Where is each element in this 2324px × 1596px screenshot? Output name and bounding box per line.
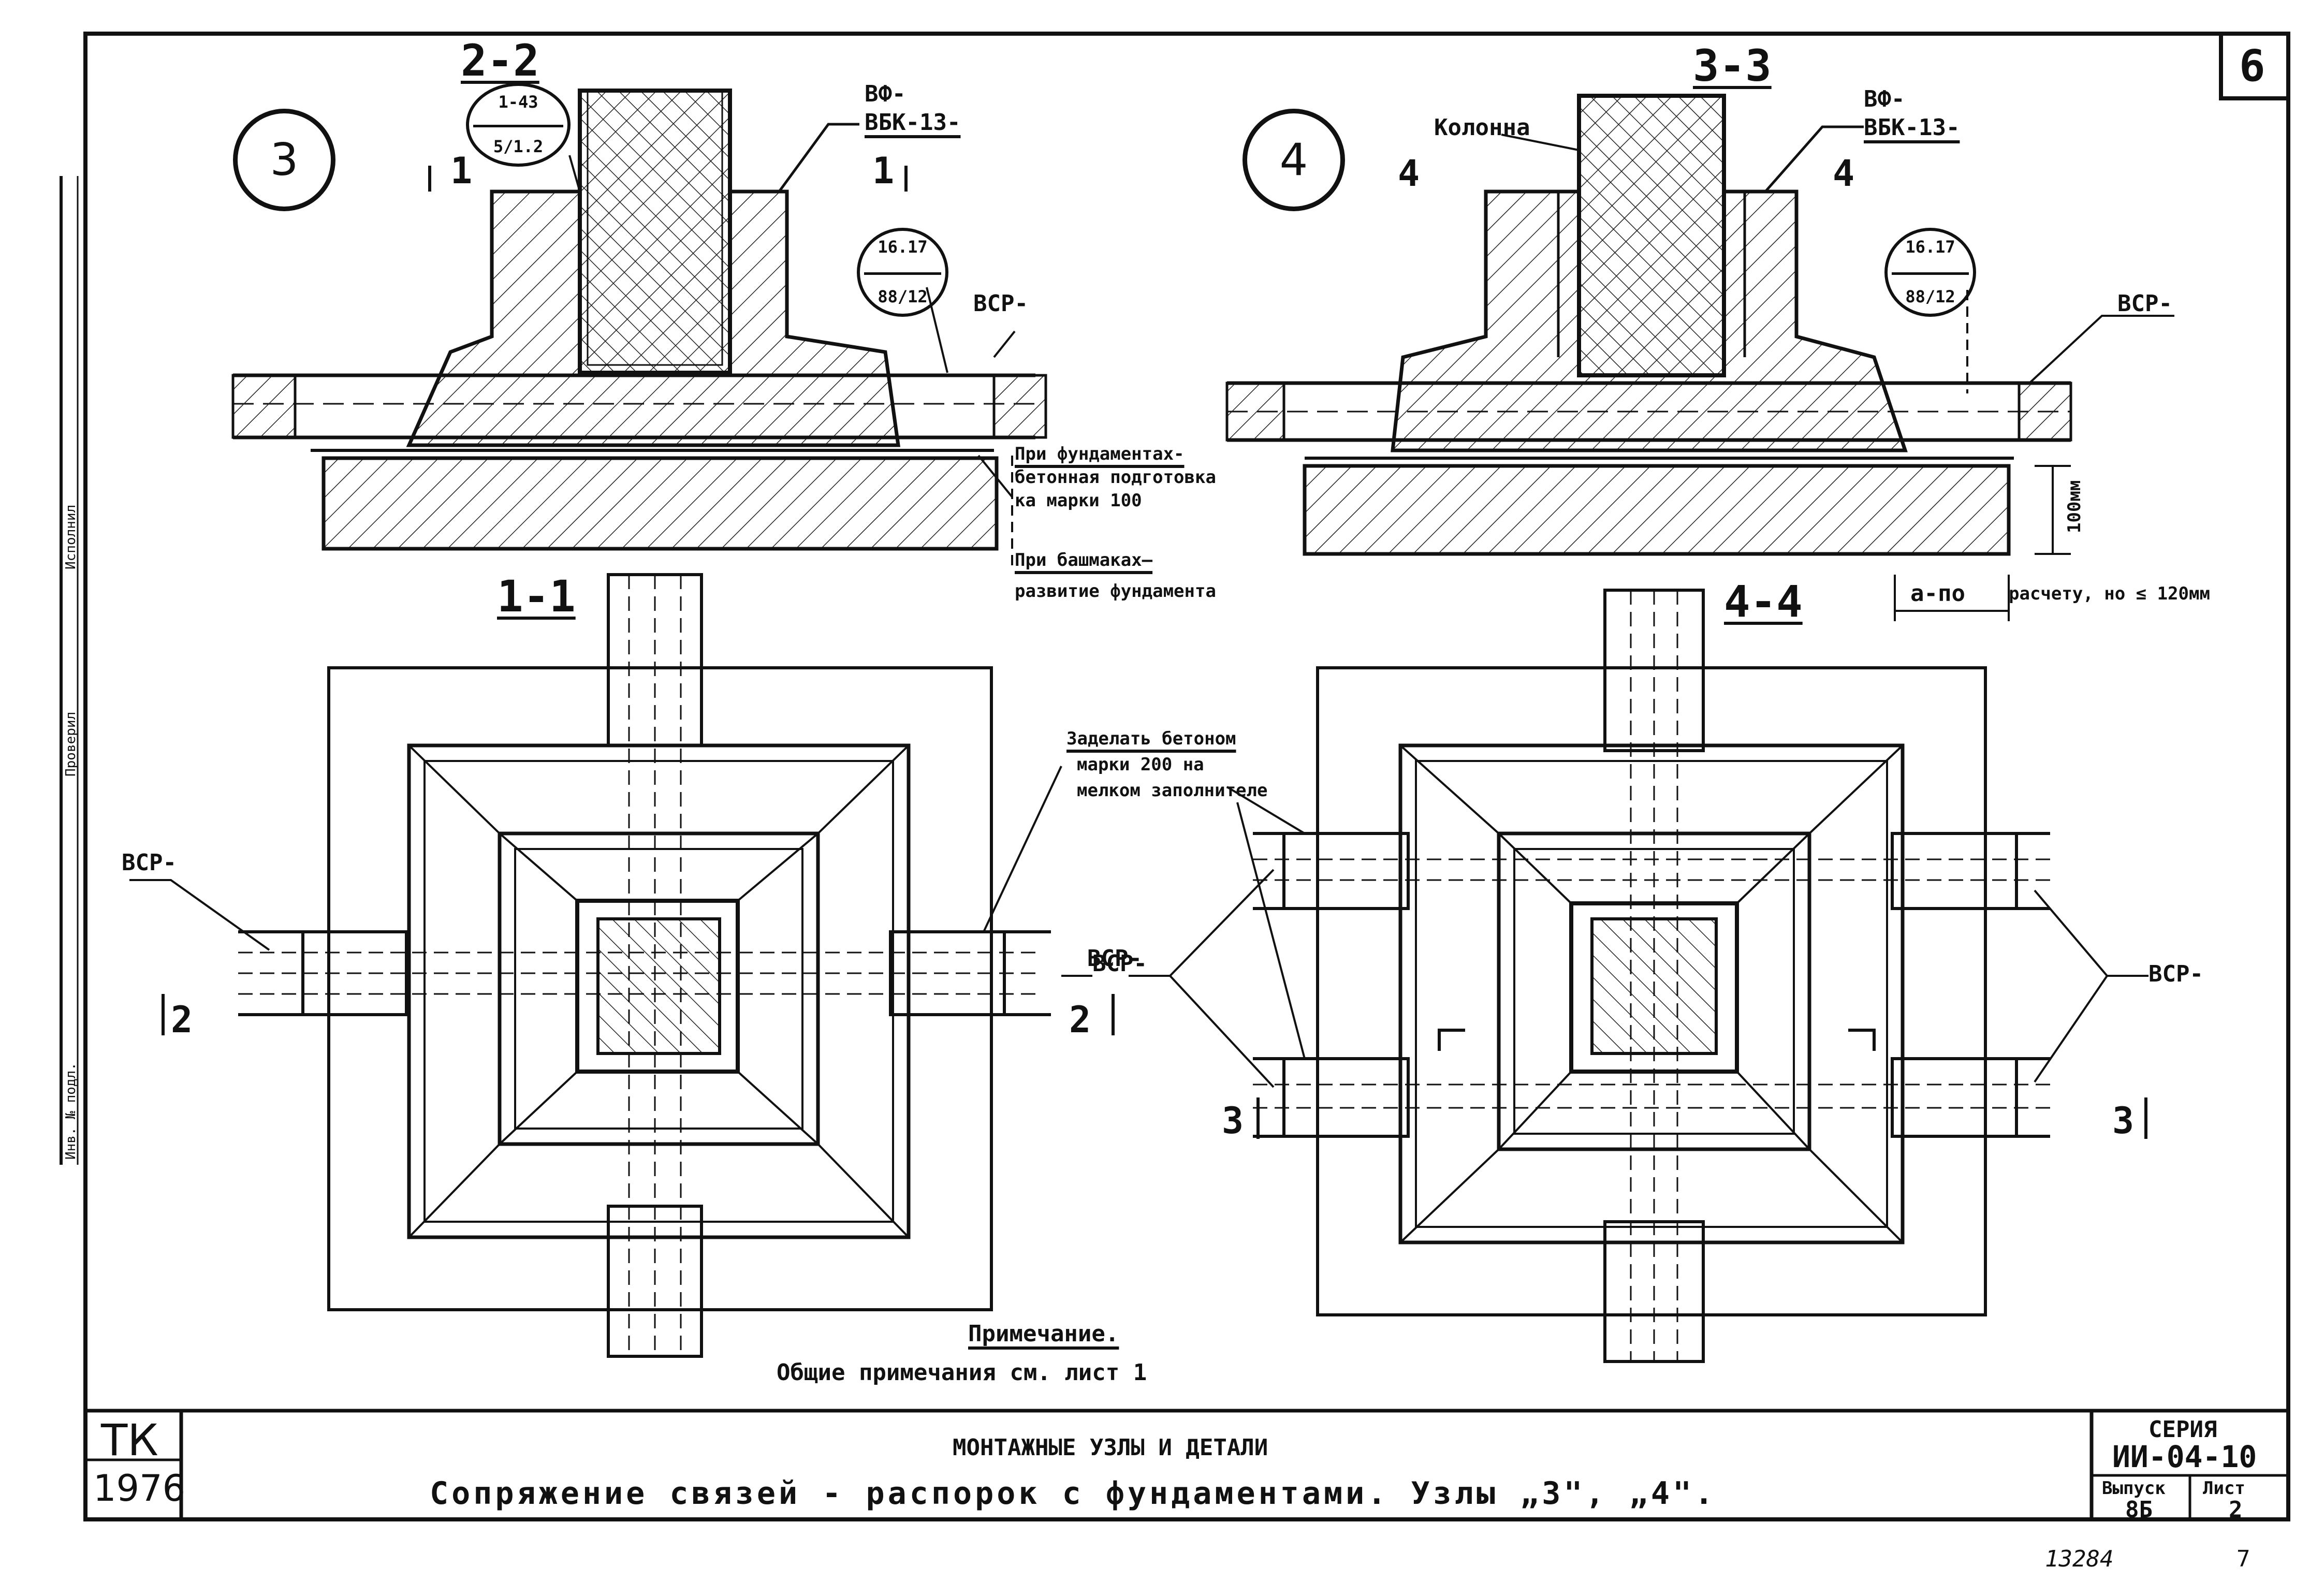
cut-mark-1-left: 1 — [450, 150, 473, 192]
section-2-2-title: 2-2 — [461, 35, 539, 86]
mark-vsr-3: ВСР- — [973, 290, 1028, 317]
ref-bubble-bottom: 5/1.2 — [493, 137, 544, 156]
issue-label: Выпуск — [2102, 1478, 2166, 1499]
note-title: Примечание. — [968, 1321, 1119, 1347]
note-text: Общие примечания см. лист 1 — [777, 1359, 1147, 1386]
section-3-3-title: 3-3 — [1693, 40, 1772, 91]
note-prep-1: бетонная подготовка — [1015, 467, 1216, 488]
ref-bubble-top: 16.17 — [1905, 237, 1955, 257]
ref-bubble-top: 1-43 — [498, 92, 538, 112]
dim-note-a: а-по — [1910, 580, 1965, 607]
section-3-3 — [1225, 94, 2174, 621]
plan-4-4 — [1129, 589, 2148, 1363]
note-development: развитие фундамента — [1015, 581, 1216, 602]
cut-mark-1-right: 1 — [872, 150, 895, 192]
grout-note-3: мелком заполнителе — [1077, 780, 1268, 801]
mark-vf-3: ВФ- — [865, 81, 906, 107]
node-4-circle: 4 — [1243, 109, 1345, 211]
title-block-title: Сопряжение связей - распорок с фундамент… — [430, 1475, 1717, 1512]
plan-1-1 — [129, 573, 1115, 1358]
section-2-2 — [231, 89, 1047, 569]
note-foundation: При фундаментах- — [1015, 444, 1185, 464]
title-block-org: ТК — [101, 1415, 158, 1466]
plan-4-4-title: 4-4 — [1724, 576, 1803, 627]
cut-mark-2-right: 2 — [1069, 999, 1091, 1041]
dim-note-rest: расчету, но ≤ 120мм — [2009, 583, 2210, 604]
archive-number: 13284 — [2045, 1546, 2114, 1572]
title-block-subtitle: МОНТАЖНЫЕ УЗЛЫ И ДЕТАЛИ — [953, 1434, 1268, 1461]
mark-vsr-plan4-right: ВСР- — [2148, 961, 2203, 987]
small-number: 7 — [2237, 1546, 2250, 1572]
side-stamp-checked: Проверил — [63, 711, 79, 777]
series-value: ИИ-04-10 — [2112, 1439, 2257, 1474]
mark-vbk-3: ВБК-13- — [865, 109, 961, 136]
sheet-label: Лист — [2203, 1478, 2245, 1499]
cut-mark-4-left: 4 — [1398, 152, 1420, 195]
mark-vbk-4: ВБК-13- — [1864, 114, 1960, 141]
side-stamp-inventory: Инв. № подл. — [63, 1062, 79, 1160]
note-prep-2: ка марки 100 — [1015, 490, 1142, 511]
ref-bubble-16-17: 16.17 88/12 — [857, 228, 948, 317]
issue-value: 8Б — [2125, 1497, 2153, 1523]
node-3-number: 3 — [270, 134, 299, 186]
mark-vf-4: ВФ- — [1864, 86, 1905, 112]
ref-bubble-top: 16.17 — [878, 237, 928, 257]
plan-1-1-title: 1-1 — [497, 571, 576, 622]
node-4-number: 4 — [1279, 134, 1308, 186]
mark-vsr-plan1-left: ВСР- — [122, 850, 177, 876]
sheet-frame — [60, 32, 2290, 1521]
grout-note-1: Заделать бетоном — [1066, 728, 1236, 749]
series-label: СЕРИЯ — [2148, 1416, 2217, 1443]
mark-vsr-4: ВСР- — [2117, 290, 2172, 317]
cut-mark-3-left: 3 — [1222, 1100, 1244, 1142]
ref-bubble-bottom: 88/12 — [1905, 287, 1955, 306]
node-3-circle: 3 — [233, 109, 335, 211]
cut-mark-4-right: 4 — [1833, 152, 1855, 195]
cut-mark-3-right: 3 — [2112, 1100, 2135, 1142]
mark-vsr-plan4-left: ВСР- — [1087, 945, 1142, 972]
sheet-value: 2 — [2229, 1497, 2243, 1523]
page-number: 6 — [2239, 40, 2265, 91]
title-block-year: 1976 — [93, 1467, 186, 1510]
ref-bubble-1-43: 1-43 5/1.2 — [466, 83, 571, 167]
column-label: Колонна — [1434, 114, 1530, 141]
side-stamp-executed: Исполнил — [63, 504, 79, 569]
ref-bubble-16-17-b: 16.17 88/12 — [1884, 228, 1976, 317]
dim-100mm: 100мм — [2064, 480, 2085, 533]
ref-bubble-bottom: 88/12 — [878, 287, 928, 306]
mark-vsr-plan1-right: ВСР- — [1092, 950, 1147, 977]
cut-mark-2-left: 2 — [171, 999, 193, 1041]
note-shoe: При башмаках— — [1015, 550, 1153, 570]
grout-note-2: марки 200 на — [1077, 754, 1204, 775]
